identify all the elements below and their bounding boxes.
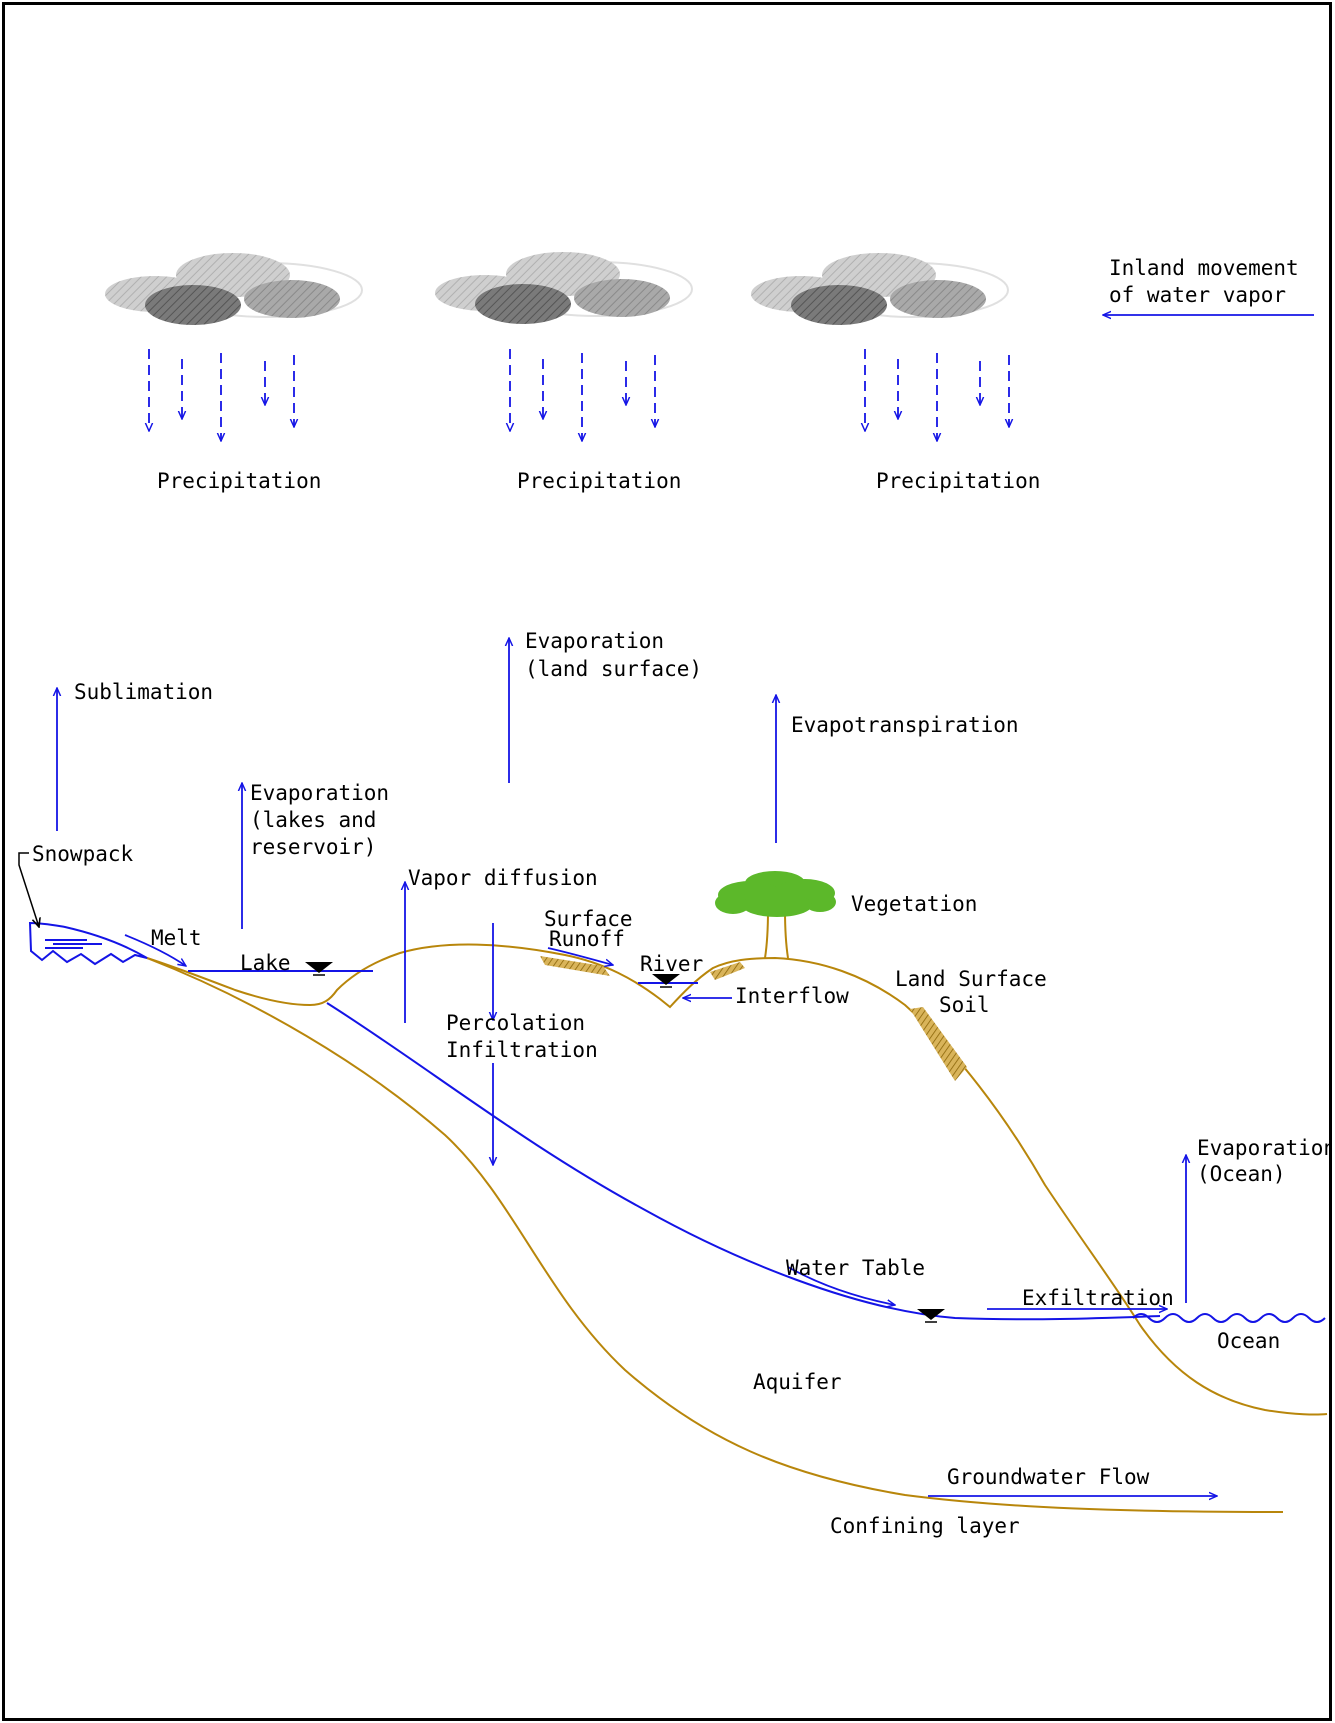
groundwater-flow-label: Groundwater Flow <box>947 1465 1150 1489</box>
aquifer-label: Aquifer <box>753 1370 842 1394</box>
snowpack-shape <box>28 921 148 966</box>
evap-land-label-1: Evaporation <box>525 629 664 653</box>
inland-vapor-label-1: Inland movement <box>1109 256 1299 280</box>
river-level-icon <box>652 974 680 988</box>
vegetation-label: Vegetation <box>851 892 977 916</box>
surface-runoff-label-2: Runoff <box>549 927 625 951</box>
melt-label: Melt <box>151 926 202 950</box>
tree-icon <box>715 871 836 917</box>
lake-level-icon <box>305 962 333 976</box>
river-label: River <box>640 952 703 976</box>
ocean-surface <box>1132 1313 1326 1323</box>
precipitation-label-1: Precipitation <box>157 469 321 493</box>
water-cycle-diagram: Inland movement of water vapor Precipita… <box>18 252 1335 1538</box>
water-table-line <box>326 1002 1161 1321</box>
water-table-level-icon <box>917 1309 945 1323</box>
surface-runoff-arrow <box>547 947 613 965</box>
evap-lake-label-2: (lakes and <box>250 808 376 832</box>
water-table-arrow <box>787 1266 895 1305</box>
precipitation-arrows-1 <box>149 349 294 441</box>
confining-layer-line <box>146 957 1284 1513</box>
evap-ocean-label-2: (Ocean) <box>1197 1162 1286 1186</box>
precipitation-label-2: Precipitation <box>517 469 681 493</box>
precipitation-arrows-3 <box>865 349 1009 441</box>
vapor-diffusion-label: Vapor diffusion <box>408 866 598 890</box>
water-features <box>28 921 1326 1323</box>
percolation-label: Percolation <box>446 1011 585 1035</box>
precipitation-label-3: Precipitation <box>876 469 1040 493</box>
exfiltration-label: Exfiltration <box>1022 1286 1174 1310</box>
snowpack-leader <box>18 852 39 927</box>
interflow-label: Interflow <box>735 984 849 1008</box>
ocean-label: Ocean <box>1217 1329 1280 1353</box>
evap-land-label-2: (land surface) <box>525 657 702 681</box>
evap-ocean-label-1: Evaporation <box>1197 1136 1329 1160</box>
sublimation-label: Sublimation <box>74 680 213 704</box>
evap-lake-label-1: Evaporation <box>250 781 389 805</box>
flow-arrows <box>57 315 1314 1496</box>
cloud-icon-1 <box>105 253 363 325</box>
tree-trunk <box>764 909 789 959</box>
evap-lake-label-3: reservoir) <box>250 835 376 859</box>
cloud-icon-2 <box>435 252 693 324</box>
cloud-icon-3 <box>751 253 1009 325</box>
land-surface-label: Land Surface <box>895 967 1047 991</box>
labels: Inland movement of water vapor Precipita… <box>32 256 1335 1538</box>
soil-hatch-marks <box>540 956 967 1081</box>
inland-vapor-label-2: of water vapor <box>1109 283 1286 307</box>
land-surface-line <box>146 943 1328 1416</box>
evapotranspiration-label: Evapotranspiration <box>791 713 1019 737</box>
melt-arrow <box>124 934 186 966</box>
water-level-markers <box>305 962 945 1323</box>
snowpack-label: Snowpack <box>32 842 134 866</box>
precipitation-arrows-2 <box>510 349 655 441</box>
surface-runoff-label-1: Surface <box>544 907 633 931</box>
water-table-label: Water Table <box>786 1256 925 1280</box>
confining-layer-label: Confining layer <box>830 1514 1020 1538</box>
infiltration-label: Infiltration <box>446 1038 598 1062</box>
lake-label: Lake <box>240 951 291 975</box>
soil-label: Soil <box>939 993 990 1017</box>
